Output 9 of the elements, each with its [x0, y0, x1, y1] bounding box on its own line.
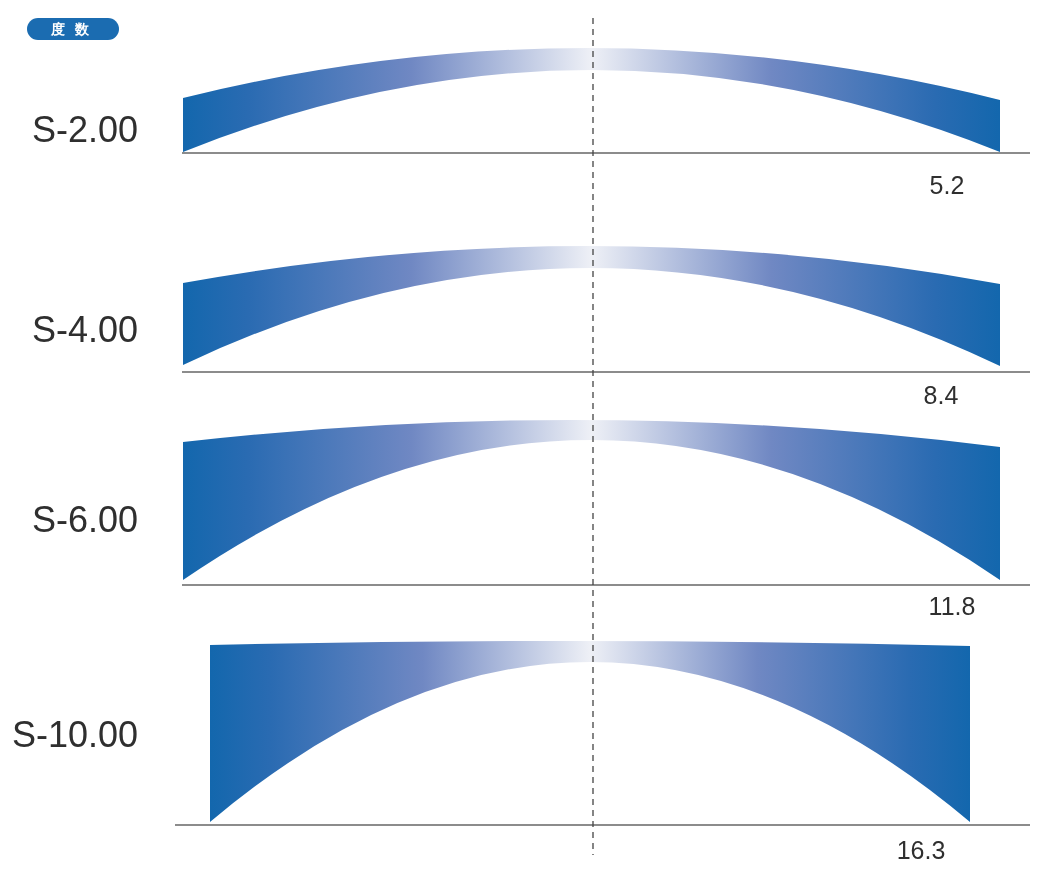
lens-power-label: S-10.00: [11, 717, 138, 753]
edge-thickness-value: 11.8: [928, 593, 976, 619]
edge-thickness-value: 16.3: [896, 837, 946, 863]
edge-thickness-value: 5.2: [929, 172, 965, 198]
lens-power-label: S-6.00: [31, 502, 138, 538]
lens-power-label: S-2.00: [31, 112, 138, 148]
edge-thickness-value: 8.4: [923, 382, 959, 408]
heading-badge: 度数: [27, 18, 119, 40]
lens-power-label: S-4.00: [31, 312, 138, 348]
